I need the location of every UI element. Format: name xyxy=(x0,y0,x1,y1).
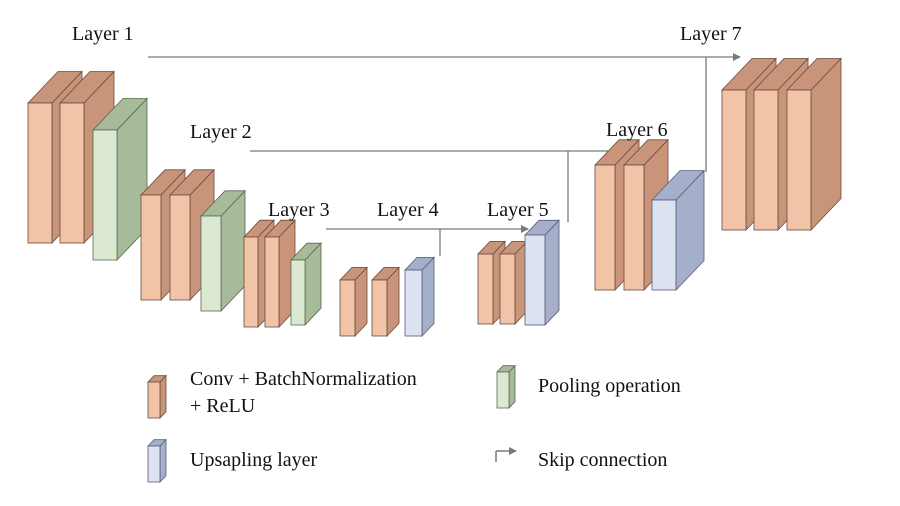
legend-conv-block xyxy=(147,374,167,419)
layer-7-label: Layer 7 xyxy=(680,23,742,45)
network-blocks xyxy=(27,57,842,338)
layer-5-conv-block-2 xyxy=(499,240,528,326)
layer-2-label: Layer 2 xyxy=(190,121,252,143)
layer-5-label: Layer 5 xyxy=(487,199,549,221)
legend-upsampling-label: Upsapling layer xyxy=(190,449,318,471)
layer-4-upsampling-block xyxy=(404,256,435,338)
legend-pool-block xyxy=(496,364,516,409)
legend-upsampling-swatch xyxy=(147,438,167,483)
layer-1-pool-block xyxy=(92,97,148,261)
layer-6-upsampling-block xyxy=(651,169,705,291)
legend-skip-label: Skip connection xyxy=(538,449,667,471)
skip-connections xyxy=(148,53,741,256)
legend: Conv + BatchNormalization + ReLU Pooling… xyxy=(147,364,681,483)
layer-7-conv-block-3 xyxy=(786,57,842,231)
layer-3-conv-block-2 xyxy=(264,219,296,328)
layer-4-conv-block-2 xyxy=(371,266,400,338)
legend-conv-label-line2: + ReLU xyxy=(190,395,256,417)
layer-4-label: Layer 4 xyxy=(377,199,439,221)
layer-1-label: Layer 1 xyxy=(72,23,134,45)
legend-conv-label-line1: Conv + BatchNormalization xyxy=(190,368,417,390)
layer-4-conv-block-1 xyxy=(339,266,368,338)
legend-pooling-label: Pooling operation xyxy=(538,375,681,397)
layer-5-upsampling-block xyxy=(524,219,560,327)
legend-upsampling-block xyxy=(147,438,167,483)
layer-6-label: Layer 6 xyxy=(606,119,668,141)
legend-pool-swatch xyxy=(496,364,516,409)
layer-3-label: Layer 3 xyxy=(268,199,330,221)
layer-2-pool-block xyxy=(200,189,246,313)
legend-skip-icon xyxy=(495,447,517,462)
layer-3-pool-block xyxy=(290,242,322,326)
legend-conv-swatch xyxy=(147,374,167,419)
